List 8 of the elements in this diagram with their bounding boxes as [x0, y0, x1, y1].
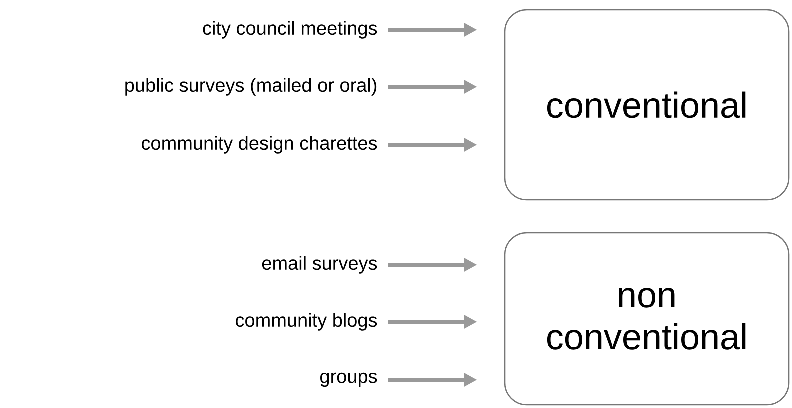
source-label: public surveys (mailed or oral): [126, 78, 377, 96]
category-box: non conventional: [504, 232, 790, 406]
category-box: conventional: [504, 9, 790, 201]
source-label: community blogs: [236, 313, 378, 331]
source-label: groups: [320, 372, 378, 388]
source-label: email surveys: [262, 256, 378, 274]
source-label: community design charettes: [142, 136, 378, 154]
source-label: city council meetings: [203, 21, 378, 39]
